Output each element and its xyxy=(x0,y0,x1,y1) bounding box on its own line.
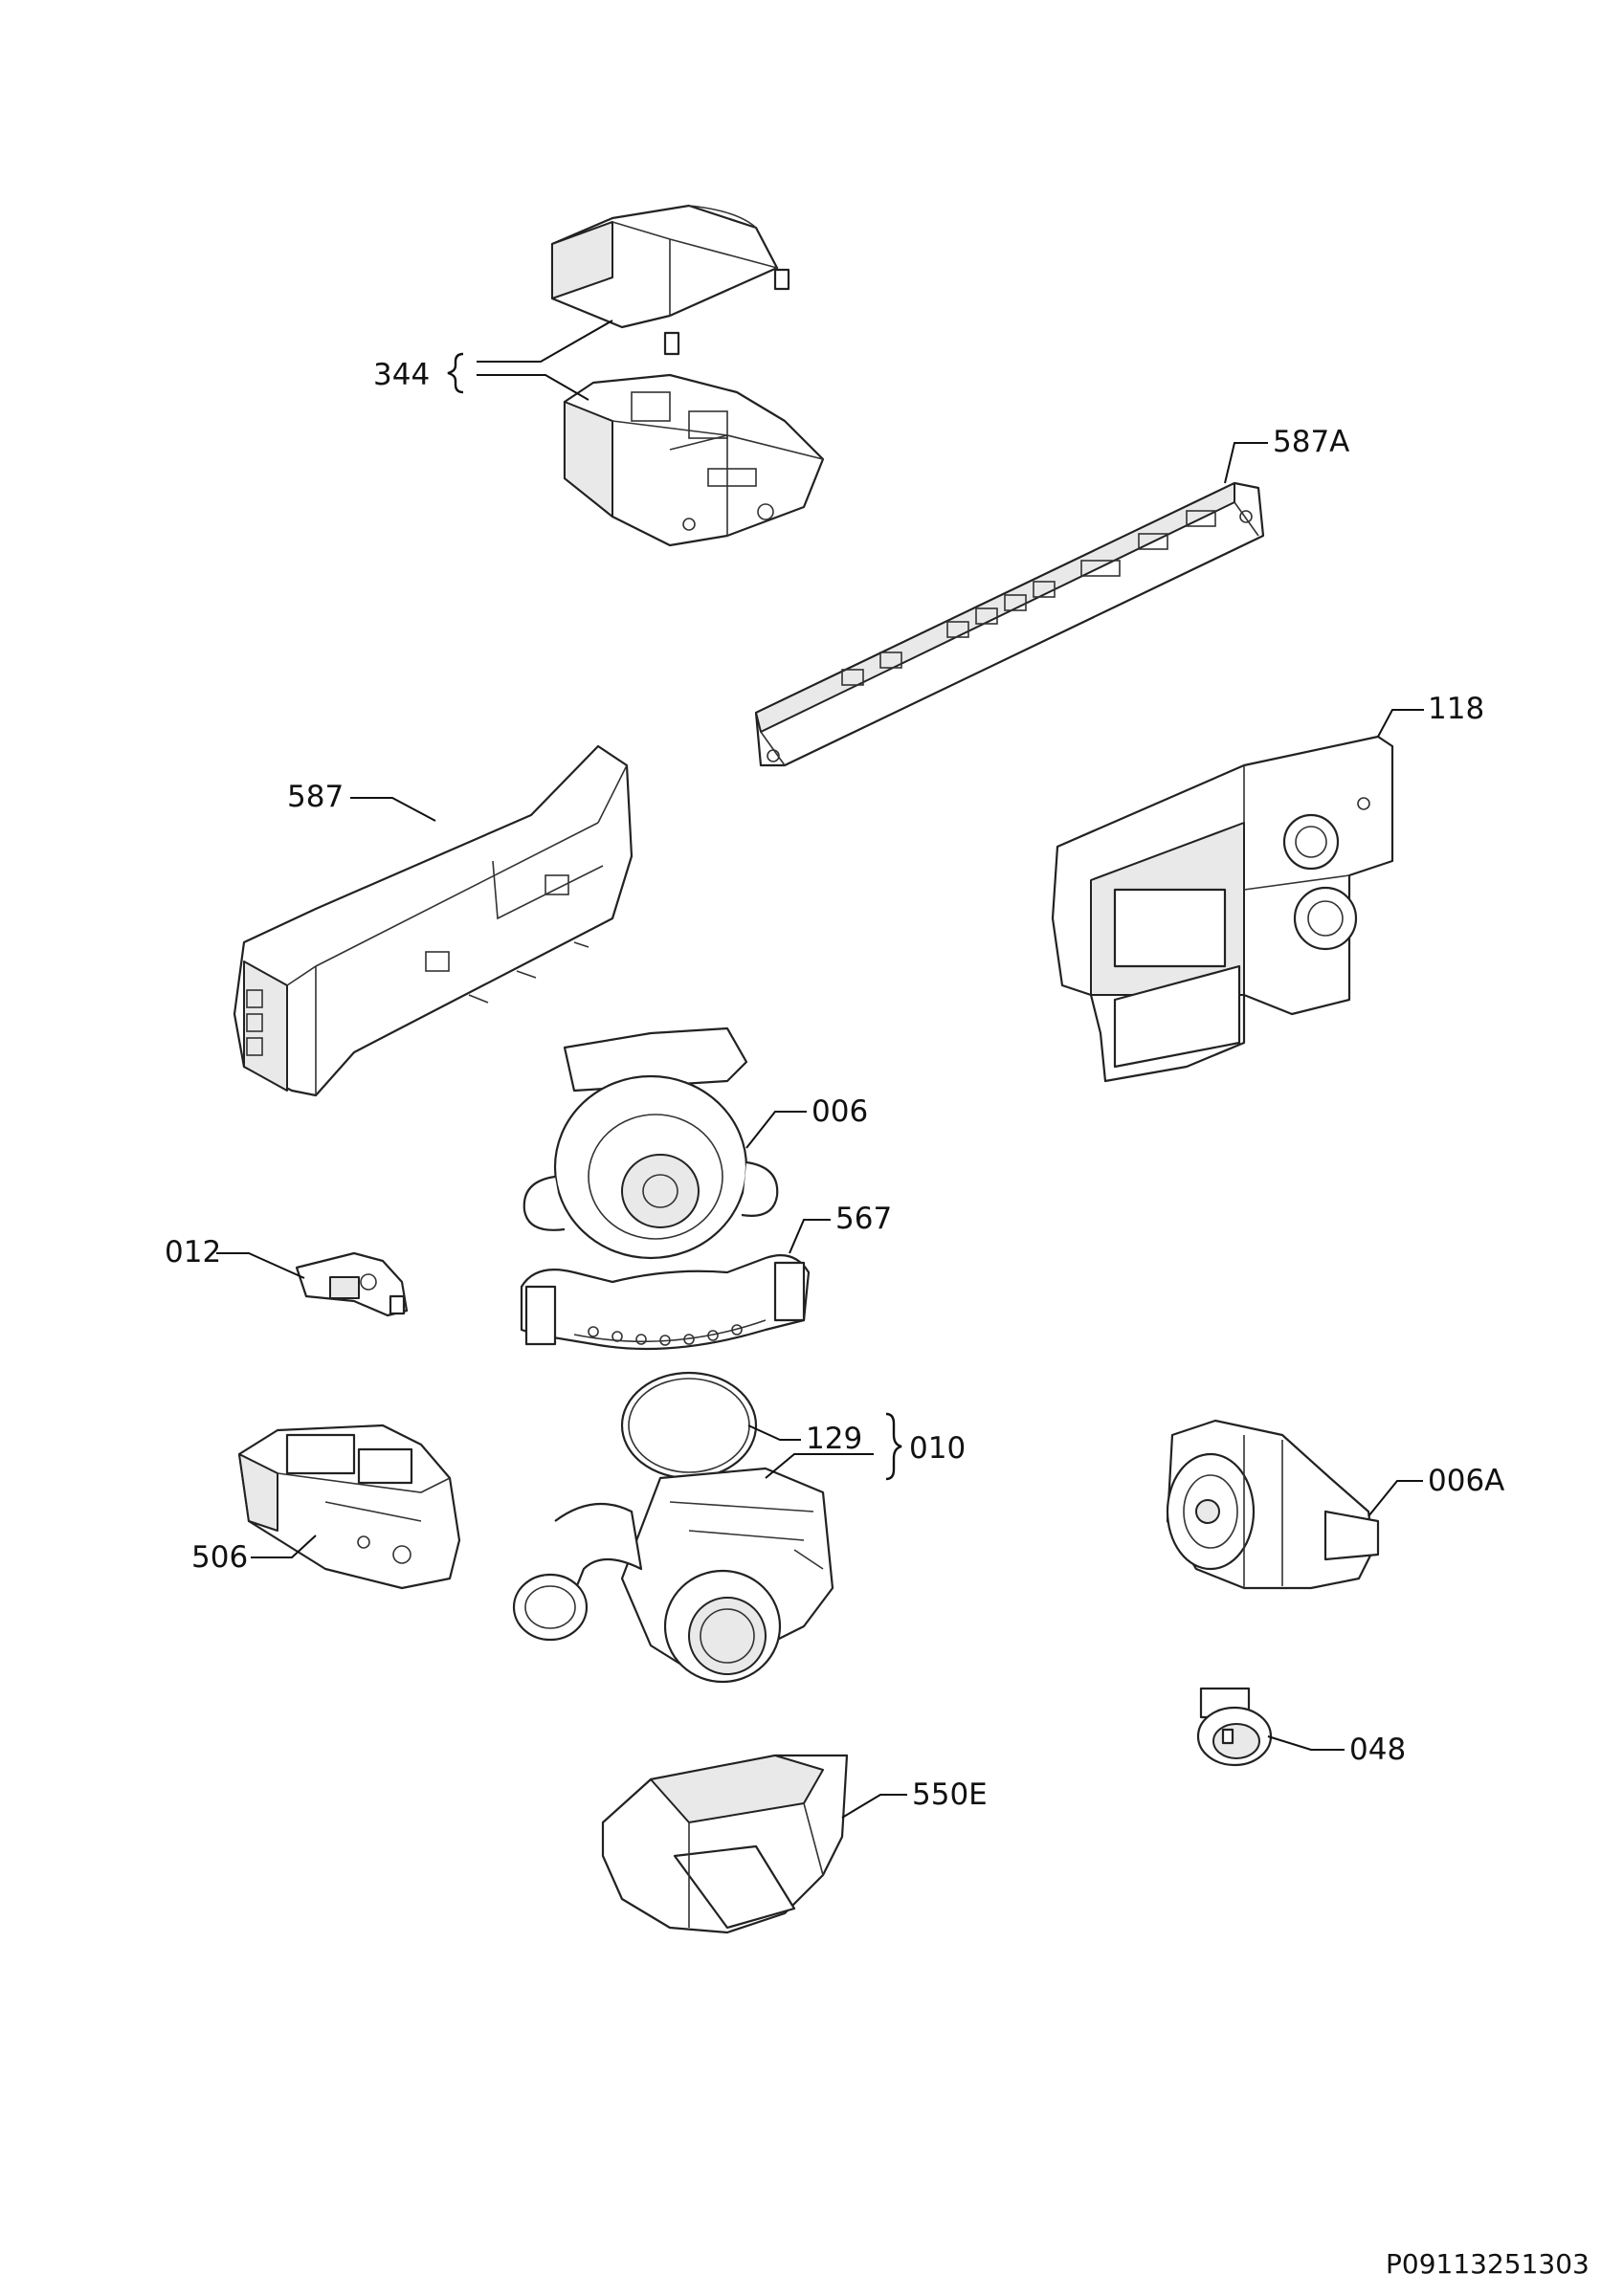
part-118-detergent-dispenser xyxy=(1051,735,1394,1083)
part-006A-drain-pump xyxy=(1166,1419,1380,1590)
brace-344 xyxy=(447,352,464,394)
part-567-pump-bracket xyxy=(520,1254,811,1351)
callout-010: 010 xyxy=(909,1431,966,1466)
part-129-gasket-ring xyxy=(620,1371,758,1480)
callout-506: 506 xyxy=(191,1540,248,1575)
part-006-circulation-pump xyxy=(522,1027,779,1260)
part-587-electronic-housing xyxy=(233,744,634,1097)
callout-587: 587 xyxy=(287,780,344,814)
part-012-sensor xyxy=(295,1251,409,1317)
callout-006A: 006A xyxy=(1428,1464,1504,1498)
part-587A-control-strip xyxy=(754,481,1265,767)
part-506-valve-block xyxy=(237,1424,461,1590)
callout-129: 129 xyxy=(806,1422,862,1456)
callout-344: 344 xyxy=(373,358,430,392)
drawing-id: P09113251303 xyxy=(1386,2248,1590,2280)
callout-587A: 587A xyxy=(1273,425,1349,459)
part-344-module-cover xyxy=(550,204,790,356)
callout-550E: 550E xyxy=(912,1777,988,1812)
callout-048: 048 xyxy=(1349,1733,1406,1767)
part-048-sensor xyxy=(1196,1687,1273,1767)
leader-lines xyxy=(216,320,1424,1819)
brace-010 xyxy=(885,1412,902,1481)
part-010-heat-pump-assembly xyxy=(512,1467,834,1684)
callout-567: 567 xyxy=(835,1202,892,1236)
part-550E-shroud xyxy=(601,1754,849,1934)
callout-118: 118 xyxy=(1428,692,1484,726)
callout-006: 006 xyxy=(812,1094,868,1129)
callout-012: 012 xyxy=(165,1235,221,1269)
part-344-module-board xyxy=(563,373,825,547)
callout-labels: 344 587A 118 587 006 567 012 129 010 006… xyxy=(165,358,1504,1812)
